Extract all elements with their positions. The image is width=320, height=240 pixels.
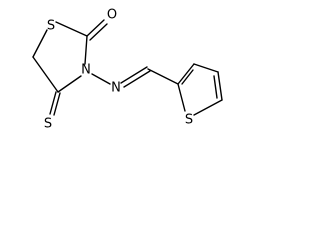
bond-c2-n3 xyxy=(84,35,88,65)
thiazolidine-ring xyxy=(32,21,88,93)
thioxo-double-bond xyxy=(49,91,61,116)
bond-c3-c2 xyxy=(177,63,195,85)
bond-n3-c4 xyxy=(57,75,82,93)
bond-c3-c2-inner xyxy=(181,69,194,85)
thiophene-ring xyxy=(177,63,223,116)
atom-labels: S O N N S S xyxy=(44,8,193,132)
bond-c4-ch2 xyxy=(32,56,59,93)
bond-s-c2 xyxy=(55,21,88,37)
atom-s-thiophene: S xyxy=(185,113,193,128)
atom-n-ring: N xyxy=(81,63,91,78)
atom-n-imine: N xyxy=(111,81,121,96)
atom-s-ring: S xyxy=(47,19,55,34)
bond-n-n xyxy=(91,73,111,85)
bond-c4-c3 xyxy=(193,63,219,73)
bond-c5-c4-inner xyxy=(213,75,218,99)
atom-o-carbonyl: O xyxy=(107,8,117,23)
bond-ch2-s xyxy=(32,29,48,58)
bond-ch-thiophene xyxy=(147,68,179,85)
bond-s1-c5 xyxy=(193,99,223,116)
chemical-structure-diagram: S O N N S S xyxy=(32,8,223,132)
atom-s-thioxo: S xyxy=(44,117,52,132)
imine-double-bond xyxy=(120,66,151,88)
carbonyl-double-bond xyxy=(86,19,108,41)
bond-c5-c4 xyxy=(217,71,223,101)
bond-c2-s1 xyxy=(177,83,186,112)
